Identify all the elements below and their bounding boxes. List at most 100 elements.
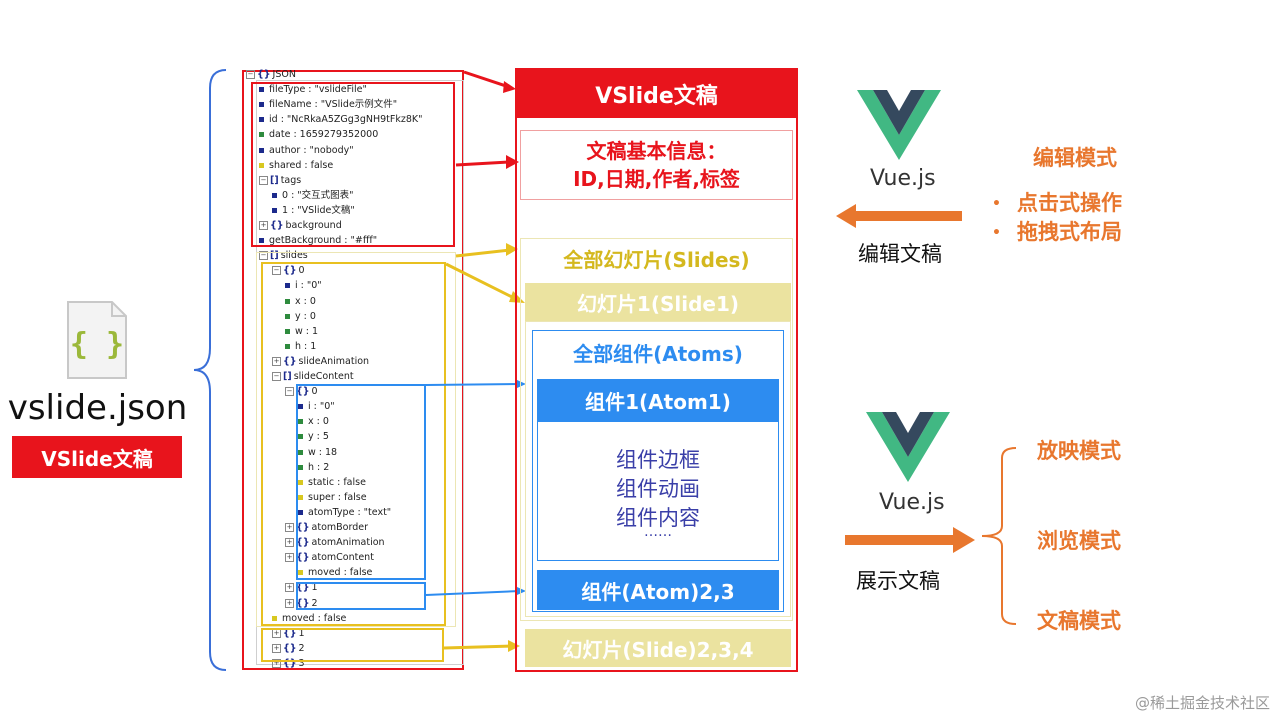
atom1-item-border: 组件边框	[616, 448, 700, 472]
tree-node-label: x : 0	[295, 295, 316, 307]
leaf-node-icon	[285, 283, 290, 289]
tree-node[interactable]: −[]slides	[259, 250, 308, 262]
tree-node[interactable]: h : 2	[298, 462, 329, 474]
leaf-node-icon	[259, 102, 264, 108]
tree-node[interactable]: y : 0	[285, 311, 316, 323]
edit-bullet-1: •点击式操作	[992, 187, 1122, 217]
tree-node-label: static : false	[308, 476, 366, 488]
expand-toggle-icon[interactable]: +	[272, 356, 281, 366]
tree-node-label: 3	[298, 657, 305, 669]
tree-node[interactable]: +{}2	[272, 643, 305, 655]
tree-node[interactable]: moved : false	[272, 613, 346, 625]
tree-node[interactable]: id : "NcRkaA5ZGg3gNH9tFkz8K"	[259, 114, 423, 126]
tree-node[interactable]: moved : false	[298, 567, 372, 579]
tree-node[interactable]: fileName : "VSlide示例文件"	[259, 99, 397, 111]
tree-node[interactable]: +{}atomContent	[285, 552, 374, 564]
expand-toggle-icon[interactable]: −	[272, 266, 281, 276]
expand-toggle-icon[interactable]: −	[272, 372, 281, 381]
expand-toggle-icon[interactable]: +	[285, 553, 294, 563]
tree-node[interactable]: +{}2	[285, 598, 318, 610]
tree-node[interactable]: −{}JSON	[246, 69, 296, 81]
tree-node[interactable]: w : 1	[285, 326, 318, 338]
expand-toggle-icon[interactable]: −	[246, 70, 255, 79]
tree-highlight-slides	[256, 252, 456, 627]
tree-node[interactable]: static : false	[298, 477, 366, 489]
object-bracket-icon: {}	[283, 265, 297, 277]
tree-node-label: moved : false	[308, 567, 373, 579]
expand-toggle-icon[interactable]: +	[285, 538, 294, 548]
expand-toggle-icon[interactable]: +	[285, 598, 294, 608]
tree-node-label: date : 1659279352000	[269, 129, 379, 141]
tree-node-label: y : 5	[308, 431, 329, 443]
leaf-node-icon	[298, 494, 303, 500]
expand-toggle-icon[interactable]: −	[285, 387, 294, 397]
tree-node[interactable]: +{}1	[285, 582, 318, 594]
expand-toggle-icon[interactable]: −	[259, 175, 268, 185]
vue-logo-icon	[866, 412, 950, 482]
tree-node[interactable]: +{}atomAnimation	[285, 537, 385, 549]
tree-node[interactable]: x : 0	[285, 296, 316, 308]
expand-toggle-icon[interactable]: +	[259, 221, 268, 230]
tree-node[interactable]: i : "0"	[298, 401, 335, 413]
atom1-item-ellipsis: ……	[644, 524, 672, 540]
tree-node[interactable]: i : "0"	[285, 280, 322, 292]
tree-node[interactable]: w : 18	[298, 447, 337, 459]
tree-node[interactable]: super : false	[298, 492, 367, 504]
slide1-header: 幻灯片1(Slide1)	[525, 283, 791, 321]
leaf-node-icon	[259, 147, 264, 153]
atom23-block: 组件(Atom)2,3	[537, 570, 779, 610]
tree-node[interactable]: +{}3	[272, 658, 305, 670]
tree-node[interactable]: +{}slideAnimation	[272, 356, 369, 368]
leaf-node-icon	[259, 132, 264, 138]
tree-node-label: 0	[298, 265, 305, 277]
basic-info-box: 文稿基本信息： ID,日期,作者,标签	[520, 130, 793, 200]
leaf-node-icon	[285, 298, 290, 304]
leaf-node-icon	[298, 434, 303, 440]
tree-node[interactable]: x : 0	[298, 416, 329, 428]
tree-node-label: fileType : "vslideFile"	[269, 84, 367, 96]
tree-node[interactable]: +{}background	[259, 220, 342, 232]
tree-node[interactable]: date : 1659279352000	[259, 129, 378, 141]
tree-node[interactable]: 0 : "交互式图表"	[272, 190, 354, 202]
expand-toggle-icon[interactable]: +	[285, 523, 294, 532]
tree-node[interactable]: author : "nobody"	[259, 145, 354, 157]
tree-node[interactable]: shared : false	[259, 160, 333, 172]
tree-node[interactable]: fileType : "vslideFile"	[259, 84, 367, 96]
panel-title: VSlide文稿	[517, 70, 796, 118]
tree-node[interactable]: y : 5	[298, 431, 329, 443]
tree-node[interactable]: −[]slideContent	[272, 371, 354, 383]
leaf-node-icon	[298, 404, 303, 410]
tree-node[interactable]: −{}0	[272, 265, 305, 277]
tree-node[interactable]: −{}0	[285, 386, 318, 398]
file-badge: VSlide文稿	[12, 436, 182, 478]
tree-node[interactable]: 1 : "VSlide文稿"	[272, 205, 355, 217]
object-bracket-icon: {}	[283, 657, 297, 669]
tree-node[interactable]: atomType : "text"	[298, 507, 391, 519]
expand-toggle-icon[interactable]: +	[285, 583, 294, 593]
expand-toggle-icon[interactable]: −	[259, 251, 268, 261]
bullet-dot-icon: •	[992, 225, 1001, 241]
tree-node[interactable]: +{}atomBorder	[285, 522, 368, 534]
tree-node-label: w : 18	[308, 446, 338, 458]
tree-node[interactable]: getBackground : "#fff"	[259, 235, 377, 247]
slides-box	[520, 238, 793, 621]
atom1-item-animation: 组件动画	[616, 477, 700, 501]
tree-node-label: h : 2	[308, 461, 330, 473]
object-bracket-icon: {}	[283, 642, 297, 654]
vue-text-top: Vue.js	[870, 166, 936, 191]
tree-node[interactable]: −[]tags	[259, 175, 301, 187]
tree-node-label: super : false	[308, 491, 367, 503]
expand-toggle-icon[interactable]: +	[272, 643, 281, 653]
basic-info-line1: 文稿基本信息：	[586, 139, 727, 163]
tree-node-label: y : 0	[295, 310, 316, 322]
leaf-node-icon	[285, 313, 290, 319]
tree-node[interactable]: h : 1	[285, 341, 316, 353]
expand-toggle-icon[interactable]: +	[272, 658, 281, 668]
leaf-node-icon	[298, 449, 303, 455]
object-bracket-icon: {}	[296, 552, 310, 564]
array-bracket-icon: []	[270, 250, 279, 262]
tree-node-label: JSON	[272, 69, 296, 80]
object-bracket-icon: {}	[270, 220, 284, 231]
leaf-node-icon	[259, 117, 264, 123]
